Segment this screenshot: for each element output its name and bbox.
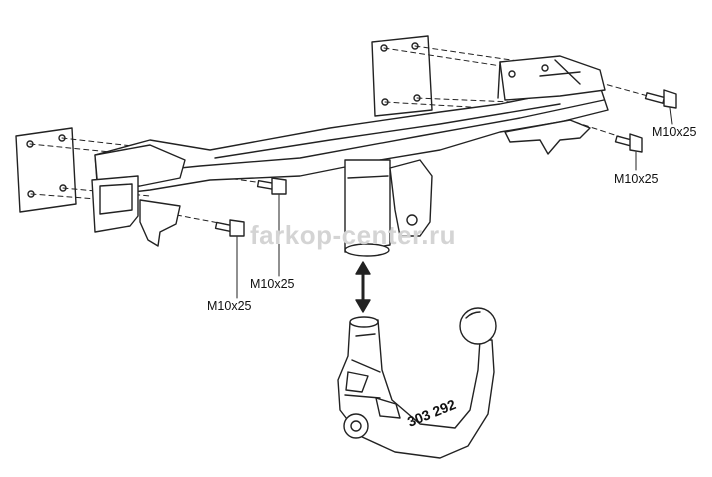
crossbar-edge — [215, 104, 560, 158]
bracket-left-arm — [140, 200, 180, 246]
bolt-right-bottom — [615, 134, 642, 152]
bolt-left — [216, 220, 244, 236]
crossbar — [95, 86, 608, 196]
receiver-plate-hole — [407, 215, 417, 225]
bracket-left-detail — [100, 184, 132, 214]
bracket-right-lower — [505, 120, 590, 154]
receiver-opening — [345, 244, 389, 256]
bolt-center — [258, 178, 286, 194]
towbar-top — [350, 317, 378, 327]
locking-knob — [344, 414, 368, 438]
bolt-label-right-top: M10x25 — [652, 125, 697, 139]
mounting-plate-right — [372, 36, 432, 116]
towbar-edge — [345, 334, 380, 398]
bolt-right-top — [646, 90, 676, 108]
mounting-plate-left — [16, 128, 76, 212]
locking-knob-inner — [351, 421, 361, 431]
bracket-left-lower — [92, 176, 138, 232]
leader-line — [670, 108, 672, 124]
receiver-socket — [345, 160, 390, 252]
bracket-hole — [509, 71, 515, 77]
insertion-arrow — [356, 262, 370, 312]
bolt-label-center: M10x25 — [250, 277, 295, 291]
bracket-right — [500, 56, 605, 100]
lock-clip — [376, 398, 400, 418]
bolt-label-right-bottom: M10x25 — [614, 172, 659, 186]
bolt-label-left: M10x25 — [207, 299, 252, 313]
tow-ball — [460, 308, 496, 344]
receiver-socket-edge — [348, 176, 388, 178]
receiver-plate — [390, 160, 432, 236]
watermark: farkop-center.ru — [250, 220, 456, 250]
bracket-hole — [542, 65, 548, 71]
lock-lever — [346, 372, 368, 392]
bracket-right-detail — [498, 60, 580, 98]
tow-ball-highlight — [466, 312, 480, 318]
